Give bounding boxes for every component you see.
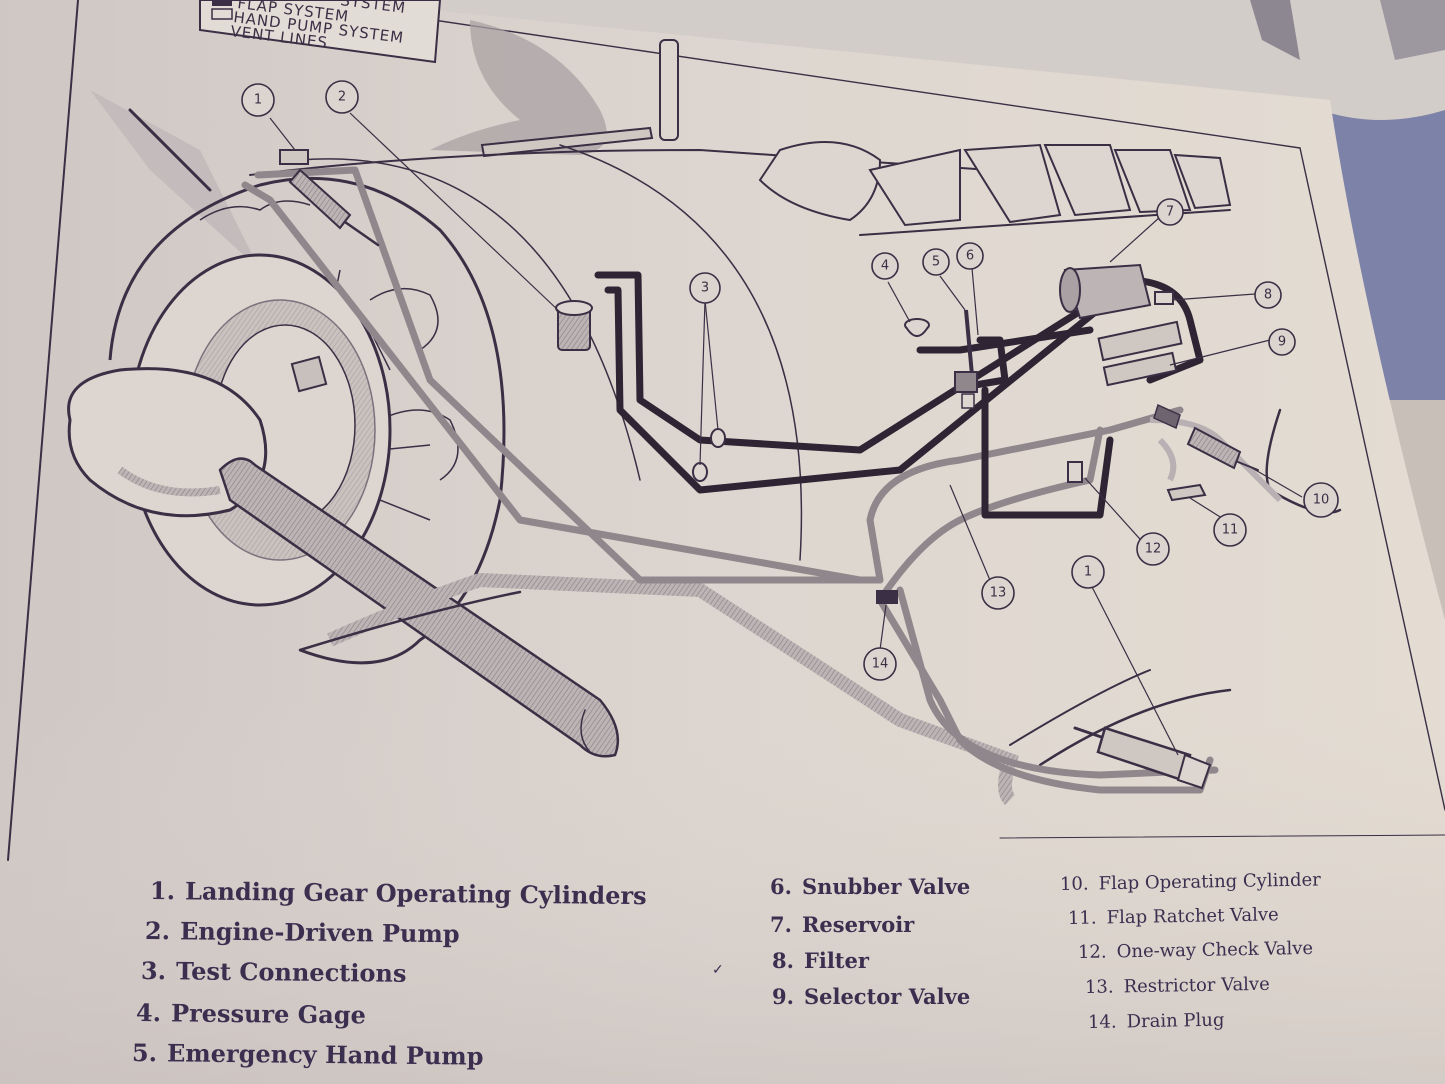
legend-swatch-outline bbox=[211, 8, 233, 20]
svg-text:12: 12 bbox=[1145, 542, 1162, 557]
emergency-hand-pump bbox=[954, 309, 978, 409]
callout-10: 10 bbox=[1303, 482, 1339, 518]
svg-text:6: 6 bbox=[966, 249, 974, 264]
callout-2: 2 bbox=[325, 80, 359, 114]
leader-lines bbox=[269, 112, 1303, 756]
frame-border-right bbox=[1299, 147, 1445, 811]
frame-border-left bbox=[7, 0, 79, 861]
pressure-gage bbox=[904, 318, 930, 337]
callout-4: 4 bbox=[871, 252, 899, 280]
svg-text:9: 9 bbox=[1278, 335, 1286, 350]
frame-border-top bbox=[419, 17, 1301, 149]
one-way-check-valve bbox=[1067, 461, 1083, 483]
svg-text:3: 3 bbox=[701, 281, 709, 296]
engine-cowling bbox=[108, 176, 506, 665]
filter bbox=[1154, 291, 1174, 305]
callout-5: 5 bbox=[922, 248, 950, 276]
canopy bbox=[758, 141, 1232, 236]
selector-valve bbox=[1097, 320, 1183, 387]
flap-ratchet-valve bbox=[1166, 483, 1207, 502]
flap-operating-cylinder bbox=[1153, 403, 1259, 471]
svg-text:2: 2 bbox=[338, 90, 346, 105]
wing-shading bbox=[90, 90, 260, 270]
callout-13: 13 bbox=[981, 576, 1015, 610]
callout-11: 11 bbox=[1213, 513, 1247, 547]
fuselage-shadow bbox=[430, 20, 607, 155]
hand-pump-line bbox=[254, 166, 884, 584]
callout-12: 12 bbox=[1136, 532, 1170, 566]
pressure-line-return bbox=[604, 286, 1114, 494]
svg-text:14: 14 bbox=[872, 657, 889, 672]
lower-fuselage bbox=[327, 572, 1019, 805]
callout-14: 14 bbox=[863, 647, 897, 681]
reservoir bbox=[1059, 263, 1152, 320]
callout-3: 3 bbox=[689, 272, 721, 304]
svg-text:13: 13 bbox=[990, 586, 1007, 601]
landing-gear-cylinder-upper bbox=[279, 149, 380, 247]
system-legend-box: SYSTEM FLAP SYSTEM HAND PUMP SYSTEM VENT… bbox=[199, 0, 442, 64]
svg-text:8: 8 bbox=[1264, 288, 1272, 303]
svg-text:10: 10 bbox=[1313, 493, 1330, 508]
svg-text:7: 7 bbox=[1166, 205, 1174, 220]
hydraulic-lines bbox=[241, 166, 1283, 794]
frame-border-bottom bbox=[999, 834, 1445, 839]
engine-driven-pump bbox=[555, 300, 593, 351]
landing-gear-cylinder-lower bbox=[1073, 726, 1212, 790]
svg-text:4: 4 bbox=[881, 259, 889, 274]
svg-text:1: 1 bbox=[254, 93, 262, 108]
antenna-mast bbox=[659, 39, 679, 141]
callout-7: 7 bbox=[1156, 198, 1184, 226]
overlapping-page-detail bbox=[1250, 0, 1300, 60]
callout-8: 8 bbox=[1254, 281, 1282, 309]
components bbox=[279, 149, 1259, 790]
svg-text:11: 11 bbox=[1222, 523, 1239, 538]
pitot-tube bbox=[480, 126, 654, 158]
pressure-line bbox=[594, 271, 1094, 454]
svg-text:5: 5 bbox=[932, 255, 940, 270]
engine-boss bbox=[290, 355, 328, 393]
svg-text:1: 1 bbox=[1084, 565, 1092, 580]
aircraft-illustration bbox=[67, 20, 1342, 805]
test-connections bbox=[692, 428, 726, 482]
legend-swatch-dark bbox=[212, 0, 232, 6]
callout-6: 6 bbox=[956, 242, 984, 270]
overlapping-page-detail bbox=[1380, 0, 1445, 60]
page-shading bbox=[0, 700, 1445, 1084]
drain-plug bbox=[876, 590, 898, 604]
propeller-spinner bbox=[67, 367, 268, 518]
callout-9: 9 bbox=[1268, 328, 1296, 356]
callout-1-upper: 1 bbox=[241, 83, 275, 117]
hand-pump-line-return bbox=[241, 181, 864, 584]
hand-pump-line bbox=[866, 406, 1184, 584]
callout-1-lower: 1 bbox=[1071, 555, 1105, 589]
